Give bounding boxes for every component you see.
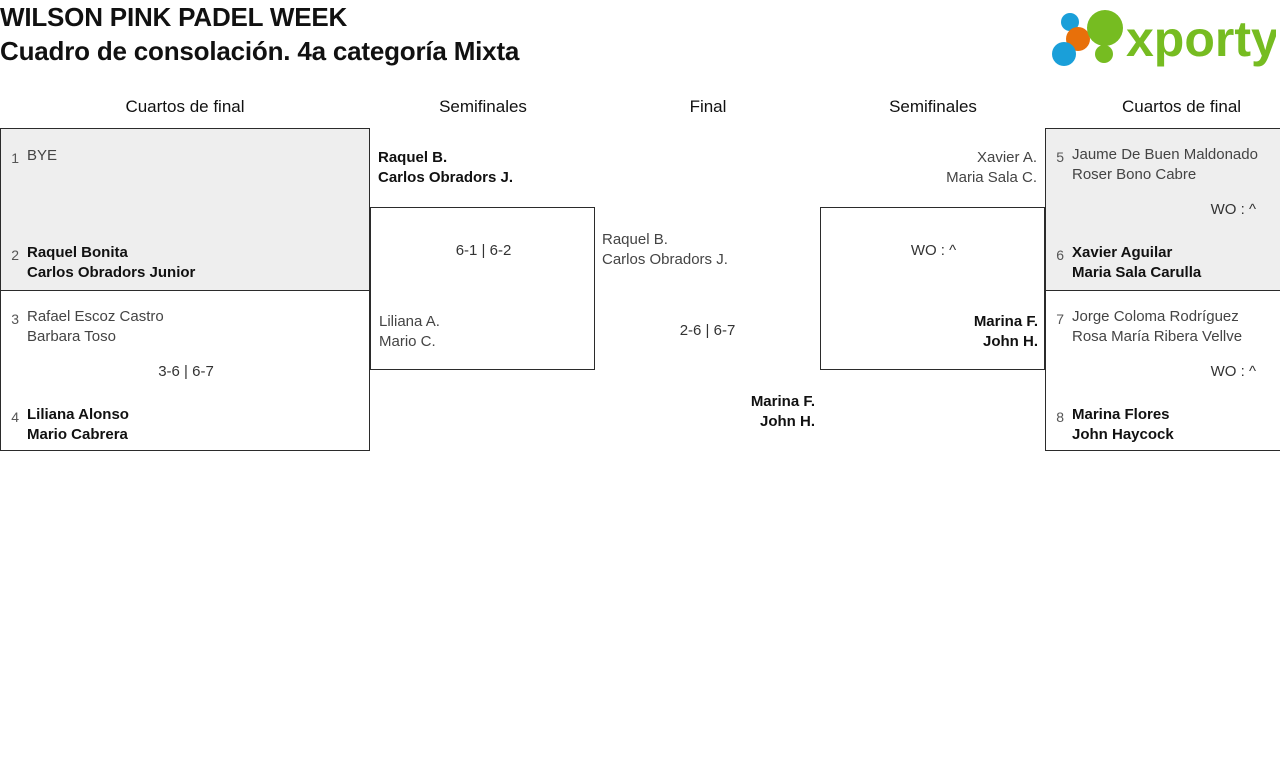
seed-number: 1 <box>11 150 19 166</box>
team-names: Jorge Coloma Rodríguez Rosa María Ribera… <box>1072 308 1243 345</box>
match-score: WO : ^ <box>910 242 957 259</box>
seed-number: 2 <box>11 247 19 263</box>
tournament-name: WILSON PINK PADEL WEEK <box>0 2 348 32</box>
seed-number: 3 <box>11 311 19 327</box>
seed-number: 6 <box>1056 247 1064 263</box>
team-slot-seed-2[interactable]: 2 Raquel Bonita Carlos Obradors Junior <box>7 243 363 283</box>
match-score: 3-6 | 6-7 <box>158 363 214 380</box>
match-sf-right[interactable]: WO : ^ Marina F. John H. <box>820 207 1045 370</box>
team-slot-seed-5[interactable]: 5 Jaume De Buen Maldonado Roser Bono Cab… <box>1052 145 1280 185</box>
team-names: Rafael Escoz Castro Barbara Toso <box>27 308 164 345</box>
seed-number: 4 <box>11 409 19 425</box>
team-names: Liliana Alonso Mario Cabrera <box>27 406 129 443</box>
team-slot-final-top[interactable]: Raquel B. Carlos Obradors J. <box>602 230 832 270</box>
column-header-final: Final <box>689 97 727 116</box>
seed-number: 7 <box>1056 311 1064 327</box>
team-names: Raquel B. Carlos Obradors J. <box>602 231 728 268</box>
team-slot-seed-6[interactable]: 6 Xavier Aguilar Maria Sala Carulla <box>1052 243 1280 283</box>
match-score: WO : ^ <box>1210 363 1256 380</box>
logo-dot-green-small <box>1095 45 1113 63</box>
team-slot-sf-left-bottom[interactable]: Liliana A. Mario C. <box>379 312 589 352</box>
team-names: Xavier Aguilar Maria Sala Carulla <box>1072 244 1202 281</box>
xporty-logo: xporty <box>1048 4 1276 70</box>
bracket-subtitle: Cuadro de consolación. 4a categoría Mixt… <box>0 36 520 66</box>
team-slot-sf-left-top[interactable]: Raquel B. Carlos Obradors J. <box>378 148 588 188</box>
logo-dot-green-large <box>1087 10 1123 46</box>
team-slot-seed-8[interactable]: 8 Marina Flores John Haycock <box>1052 405 1280 445</box>
team-slot-seed-3[interactable]: 3 Rafael Escoz Castro Barbara Toso <box>7 307 363 347</box>
match-score: 6-1 | 6-2 <box>455 242 512 259</box>
team-slot-sf-right-top[interactable]: Xavier A. Maria Sala C. <box>828 148 1037 188</box>
match-qf-left-2[interactable]: 3 Rafael Escoz Castro Barbara Toso 4 Lil… <box>0 290 370 451</box>
logo-dot-orange <box>1066 27 1090 51</box>
column-header-sf-left: Semifinales <box>439 97 527 116</box>
team-names: Jaume De Buen Maldonado Roser Bono Cabre <box>1072 146 1258 183</box>
team-names: Raquel Bonita Carlos Obradors Junior <box>27 244 196 281</box>
logo-dot-blue-large <box>1052 42 1076 66</box>
team-names: Marina F. John H. <box>750 393 815 430</box>
match-qf-right-1[interactable]: 5 Jaume De Buen Maldonado Roser Bono Cab… <box>1045 128 1280 291</box>
seed-number: 5 <box>1056 149 1064 165</box>
team-names: Marina Flores John Haycock <box>1072 406 1174 443</box>
team-slot-seed-7[interactable]: 7 Jorge Coloma Rodríguez Rosa María Ribe… <box>1052 307 1280 347</box>
column-header-qf-right: Cuartos de final <box>1122 97 1242 116</box>
column-header-sf-right: Semifinales <box>889 97 977 116</box>
match-score: WO : ^ <box>1210 201 1256 218</box>
team-slot-sf-right-bottom[interactable]: Marina F. John H. <box>829 312 1038 352</box>
match-sf-left[interactable]: 6-1 | 6-2 Liliana A. Mario C. <box>370 207 595 370</box>
team-names: Xavier A. Maria Sala C. <box>946 149 1037 186</box>
team-names: BYE <box>27 147 58 164</box>
match-score-final: 2-6 | 6-7 <box>679 322 736 339</box>
team-names: Liliana A. Mario C. <box>379 313 440 350</box>
seed-number: 8 <box>1056 409 1064 425</box>
logo-dot-blue-small <box>1061 13 1079 31</box>
match-qf-left-1[interactable]: 1 BYE 2 Raquel Bonita Carlos Obradors Ju… <box>0 128 370 291</box>
match-qf-right-2[interactable]: 7 Jorge Coloma Rodríguez Rosa María Ribe… <box>1045 290 1280 451</box>
team-slot-seed-4[interactable]: 4 Liliana Alonso Mario Cabrera <box>7 405 363 445</box>
page-title: WILSON PINK PADEL WEEK Cuadro de consola… <box>0 0 900 68</box>
logo-wordmark: xporty <box>1126 11 1276 67</box>
team-names: Raquel B. Carlos Obradors J. <box>378 149 514 186</box>
team-names: Marina F. John H. <box>973 313 1038 350</box>
column-header-qf-left: Cuartos de final <box>125 97 245 116</box>
team-slot-seed-1[interactable]: 1 BYE <box>7 146 363 168</box>
team-slot-final-winner[interactable]: Marina F. John H. <box>585 392 815 432</box>
